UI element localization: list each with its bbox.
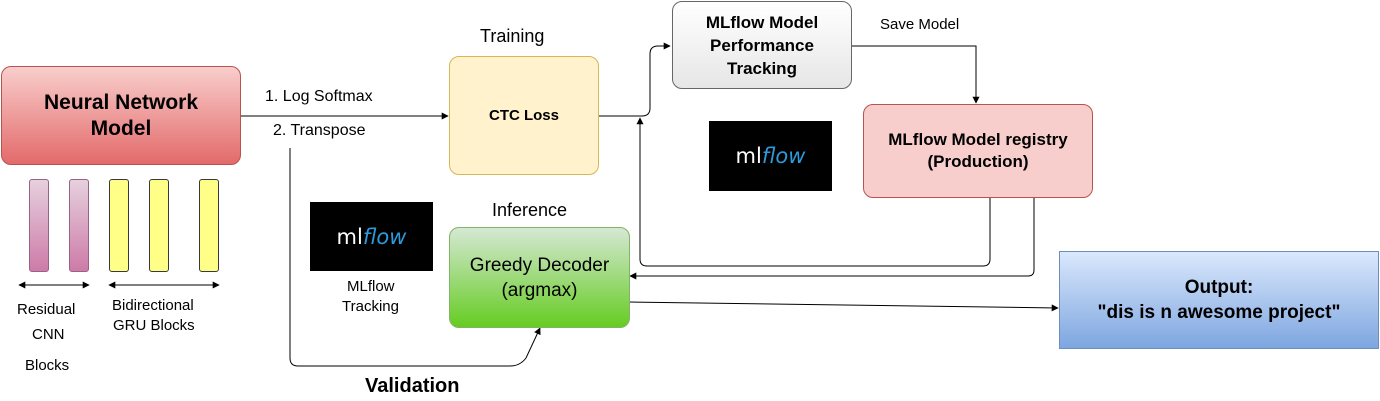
greedy-decoder-line1: Greedy Decoder <box>469 254 610 276</box>
mlflow-tracking-line1: MLflow <box>347 278 395 295</box>
greedy-decoder-box: Greedy Decoder (argmax) <box>449 227 630 328</box>
gru-block-3 <box>199 179 219 272</box>
step-log-softmax: 1. Log Softmax <box>265 88 373 105</box>
neural-network-label-line2: Model <box>90 116 152 140</box>
inference-title: Inference <box>492 200 568 220</box>
arrow-ctc-to-performance <box>599 42 671 117</box>
mlflow-logo-ml-text: ml <box>735 144 762 168</box>
output-line2: "dis is n awesome project" <box>1097 302 1341 323</box>
ctc-loss-label: CTC Loss <box>488 107 559 124</box>
residual-cnn-line2: CNN <box>32 326 65 343</box>
mlflow-logo-ml-text: ml <box>336 224 363 249</box>
gru-block-1 <box>109 179 129 272</box>
arrow-save-model <box>852 45 980 104</box>
neural-network-model-box: Neural Network Model <box>1 66 241 165</box>
arrow-registry-to-decoder <box>629 198 1035 280</box>
performance-line3: Tracking <box>727 58 797 78</box>
save-model-label: Save Model <box>880 16 960 33</box>
step-transpose: 2. Transpose <box>273 122 366 139</box>
registry-line2: (Production) <box>927 152 1029 171</box>
arrow-decoder-to-output <box>629 301 1059 312</box>
residual-cnn-line3: Blocks <box>25 357 70 374</box>
mlflow-registry-box: MLflow Model registry (Production) <box>863 104 1093 198</box>
mlflow-tracking-line2: Tracking <box>342 298 399 315</box>
residual-cnn-block-1 <box>29 179 49 272</box>
output-box: Output: "dis is n awesome project" <box>1059 251 1379 349</box>
registry-line1: MLflow Model registry <box>888 130 1068 149</box>
ctc-loss-box: CTC Loss <box>449 56 599 175</box>
residual-cnn-block-2 <box>69 179 89 272</box>
mlflow-logo-flow-text: flow <box>761 144 806 168</box>
validation-label: Validation <box>365 375 460 397</box>
gru-line2: GRU Blocks <box>113 317 195 334</box>
performance-line2: Performance <box>710 35 814 55</box>
training-title: Training <box>480 26 545 46</box>
performance-line1: MLflow Model <box>705 12 819 32</box>
output-line1: Output: <box>1184 277 1254 298</box>
arrow-validation <box>289 148 541 367</box>
arrow-registry-to-ctc <box>636 117 991 267</box>
mlflow-logo-flow-text: flow <box>362 224 407 249</box>
mlflow-performance-box: MLflow Model Performance Tracking <box>672 1 852 89</box>
residual-cnn-line1: Residual <box>17 301 76 318</box>
neural-network-label-line1: Neural Network <box>43 90 199 114</box>
gru-block-2 <box>149 179 169 272</box>
greedy-decoder-line2: (argmax) <box>501 279 578 301</box>
gru-line1: Bidirectional <box>112 297 194 314</box>
